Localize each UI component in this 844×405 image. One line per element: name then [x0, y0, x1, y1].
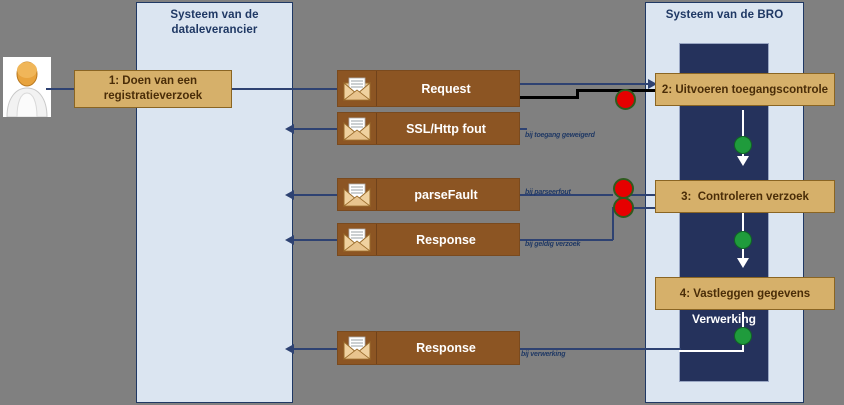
message-label-response-2: Response [416, 341, 476, 355]
envelope-icon-cell [338, 179, 377, 210]
connector-response2-tail [519, 348, 681, 350]
envelope-icon [343, 228, 371, 251]
connector-request-toegang-h2 [576, 89, 656, 92]
arrow-parsefault-return [285, 190, 294, 200]
lane-bro-title: Systeem van de BRO [645, 8, 804, 23]
condition-label-parsefout: bij parseerfout [525, 189, 571, 196]
message-box-sslfout[interactable]: SSL/Http fout [337, 112, 520, 145]
envelope-icon [343, 336, 371, 360]
connector-actor-step1 [46, 88, 74, 90]
step-box-2[interactable]: 2: Uitvoeren toegangscontrole [655, 73, 835, 106]
envelope-icon-cell [338, 113, 377, 144]
arrow-response2-return [285, 344, 294, 354]
condition-label-geldig: bij geldig verzoek [525, 241, 581, 248]
connector-to-step2 [519, 83, 650, 85]
step-box-1[interactable]: 1: Doen van een registratieverzoek [74, 70, 232, 108]
message-box-response-2[interactable]: Response [337, 331, 520, 365]
dot-green-na-controle [734, 231, 752, 249]
envelope-icon [343, 183, 371, 206]
connector-response1-tail [519, 239, 613, 241]
message-label-response-1: Response [416, 232, 476, 247]
connector-response2-return [294, 348, 338, 350]
connector-parsefault-tail [519, 194, 613, 196]
connector-request-toegang-h1 [519, 96, 579, 99]
connector-parsefault-return [294, 194, 338, 196]
message-box-response-1[interactable]: Response [337, 223, 520, 256]
connector-sslfout-return [294, 128, 338, 130]
connector-step1-request [231, 88, 337, 90]
envelope-icon-cell [338, 224, 377, 255]
message-box-request[interactable]: Request [337, 70, 520, 107]
pillar-flow-arrow-1 [737, 156, 749, 166]
step-box-4[interactable]: 4: Vastleggen gegevens [655, 277, 835, 310]
envelope-icon [343, 117, 371, 140]
arrow-into-step2 [648, 79, 657, 89]
lane-dataleverancier [136, 2, 293, 403]
lane-bro-title-line1: Systeem van de BRO [665, 9, 784, 21]
actor-dataleverancier [3, 57, 51, 118]
pillar-flow-return [679, 350, 744, 352]
dot-green-na-vastleggen [734, 327, 752, 345]
pillar-flow-segment-1 [742, 110, 744, 158]
step-box-3[interactable]: 3: Controleren verzoek [655, 180, 835, 213]
verwerking-label: Verwerking [691, 312, 757, 326]
dot-red-toegang-geweigerd [615, 89, 636, 110]
lane-dataleverancier-title: Systeem van de dataleverancier [136, 8, 293, 38]
dot-red-parsefout [613, 178, 634, 199]
envelope-icon-cell [338, 71, 377, 106]
envelope-icon [343, 77, 371, 100]
arrow-response1-return [285, 235, 294, 245]
connector-request-toegang-v [576, 90, 579, 98]
actor-person-icon [6, 61, 48, 118]
step-box-1-line2: registratieverzoek [103, 90, 203, 102]
connector-response1-riser [612, 207, 614, 240]
lane-dataleverancier-title-line1: Systeem van de [170, 9, 259, 21]
envelope-icon-cell [338, 332, 377, 364]
message-label-sslfout: SSL/Http fout [406, 121, 486, 136]
step-box-1-line1: 1: Doen van een [108, 75, 198, 87]
connector-response1-return [294, 239, 338, 241]
message-box-parsefault[interactable]: parseFault [337, 178, 520, 211]
connector-parsefault-to-step3 [624, 194, 658, 196]
connector-response1-to-step3 [624, 207, 658, 209]
connector-sslfout-tail [519, 128, 527, 130]
pillar-flow-arrow-2 [737, 258, 749, 268]
dot-red-geldig [613, 197, 634, 218]
condition-label-verwerkt: bij verwerking [521, 351, 566, 358]
dot-green-na-toegangscontrole [734, 136, 752, 154]
condition-label-toegang-geweigerd: bij toegang geweigerd [525, 132, 595, 139]
lane-dataleverancier-title-line2: dataleverancier [171, 24, 258, 36]
message-label-parsefault: parseFault [414, 187, 478, 202]
message-label-request: Request [421, 81, 471, 96]
arrow-sslfout-return [285, 124, 294, 134]
